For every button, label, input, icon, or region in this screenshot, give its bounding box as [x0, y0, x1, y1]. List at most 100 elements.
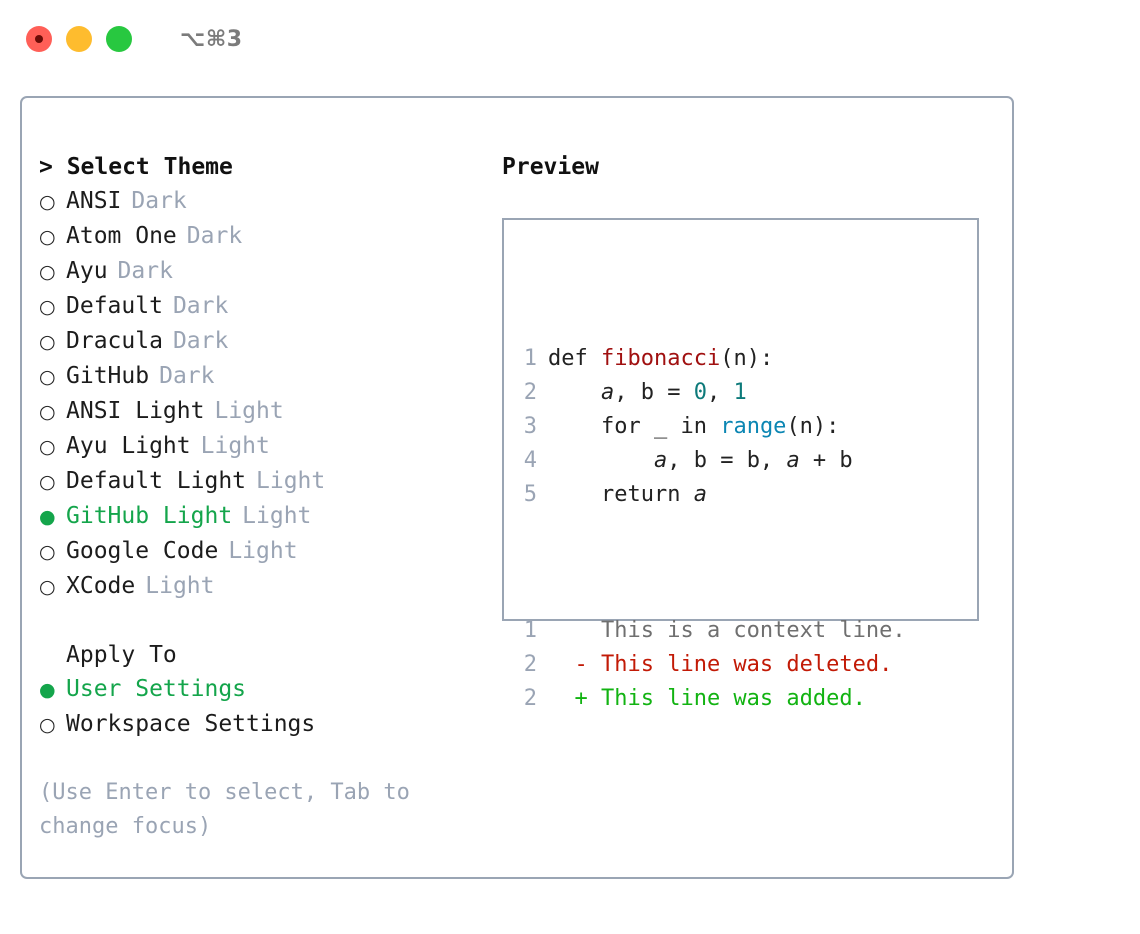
shortcut-label: ⌥⌘3: [180, 26, 243, 52]
diff-line-del: 2 - This line was deleted.: [515, 648, 906, 682]
apply-to-item-workspace-settings[interactable]: ○Workspace Settings: [39, 707, 489, 742]
diff-line-number: 2: [523, 686, 537, 711]
code-line-number: 3: [523, 414, 537, 439]
code-line-number: 4: [523, 448, 537, 473]
theme-item-variant-tag: Light: [145, 573, 215, 599]
code-token: 0: [693, 380, 707, 405]
window-controls: [26, 26, 132, 52]
theme-item-variant-tag: Dark: [172, 328, 229, 354]
diff-line-number: 2: [523, 652, 537, 677]
code-token: range: [720, 414, 787, 439]
theme-item-github-light[interactable]: ● GitHub Light Light: [39, 499, 489, 534]
theme-item-label: GitHub: [66, 363, 150, 389]
code-line-number: 5: [523, 482, 537, 507]
radio-unselected-icon: ○: [39, 366, 56, 388]
code-token: ,: [706, 380, 734, 405]
theme-item-label: ANSI Light: [66, 398, 205, 424]
apply-to-item-user-settings[interactable]: ● User Settings: [39, 672, 489, 707]
theme-item-default[interactable]: ○ Default Dark: [39, 289, 489, 324]
radio-selected-icon: ●: [39, 506, 56, 528]
theme-item-label: Ayu: [66, 258, 108, 284]
theme-item-variant-tag: Light: [242, 503, 312, 529]
code-token: ,: [614, 380, 641, 405]
theme-item-label: ANSI: [66, 188, 122, 214]
code-token: b: [640, 380, 654, 405]
code-line: 3 for _ in range(n):: [515, 410, 906, 444]
code-line-content: a, b = b, a + b: [548, 444, 853, 478]
keyboard-hint-text: (Use Enter to select, Tab to change focu…: [39, 780, 410, 839]
code-line: 2 a, b = 0, 1: [515, 376, 906, 410]
diff-line-number: 1: [523, 618, 537, 643]
theme-item-label: Atom One: [66, 223, 177, 249]
diff-lines: 1 This is a context line.2 - This line w…: [515, 614, 906, 716]
theme-item-label: GitHub Light: [66, 503, 233, 529]
theme-item-variant-tag: Light: [228, 538, 298, 564]
code-line-content: return a: [548, 478, 707, 512]
apply-to-item-label: User Settings: [66, 676, 247, 702]
radio-unselected-icon: ○: [39, 261, 56, 283]
code-line-number: 2: [523, 380, 537, 405]
radio-unselected-icon: ○: [39, 296, 56, 318]
theme-item-label: Default: [66, 293, 163, 319]
select-theme-heading: > Select Theme: [39, 154, 233, 180]
theme-item-label: Google Code: [66, 538, 219, 564]
theme-item-default-light[interactable]: ○ Default Light Light: [39, 464, 489, 499]
theme-item-label: Dracula: [66, 328, 163, 354]
code-token: a: [786, 448, 800, 473]
code-token: + b: [799, 448, 853, 473]
code-token: a: [693, 482, 707, 507]
code-line-content: def fibonacci(n):: [548, 342, 773, 376]
code-line-number: 1: [523, 346, 537, 371]
theme-item-label: Ayu Light: [66, 433, 191, 459]
code-line: 1 def fibonacci(n):: [515, 342, 906, 376]
code-token: for _ in: [600, 414, 721, 439]
radio-unselected-icon: ○: [39, 191, 56, 213]
diff-line-content: + This line was added.: [548, 686, 866, 711]
code-token: =: [653, 380, 694, 405]
code-token: 1: [733, 380, 747, 405]
radio-unselected-icon: ○: [39, 436, 56, 458]
minimize-button[interactable]: [66, 26, 92, 52]
radio-selected-icon: ●: [39, 679, 56, 701]
theme-item-variant-tag: Light: [256, 468, 326, 494]
theme-item-github[interactable]: ○ GitHub Dark: [39, 359, 489, 394]
theme-item-variant-tag: Light: [200, 433, 270, 459]
code-token: return: [600, 482, 694, 507]
code-line-content: for _ in range(n):: [548, 410, 839, 444]
theme-item-variant-tag: Dark: [172, 293, 229, 319]
radio-unselected-icon: ○: [39, 471, 56, 493]
code-token: a: [600, 380, 615, 405]
diff-line-add: 2 + This line was added.: [515, 682, 906, 716]
diff-line-ctx: 1 This is a context line.: [515, 614, 906, 648]
code-token: (n):: [720, 346, 774, 371]
code-line: 4 a, b = b, a + b: [515, 444, 906, 478]
theme-item-variant-tag: Dark: [131, 188, 187, 214]
theme-item-variant-tag: Dark: [159, 363, 215, 389]
code-token: def: [548, 346, 601, 371]
code-line: 5 return a: [515, 478, 906, 512]
theme-item-ansi[interactable]: ○ ANSI Dark: [39, 184, 489, 219]
zoom-button[interactable]: [106, 26, 132, 52]
theme-item-variant-tag: Dark: [186, 223, 243, 249]
radio-unselected-icon: ○: [39, 714, 56, 736]
close-button[interactable]: [26, 26, 52, 52]
radio-unselected-icon: ○: [39, 401, 56, 423]
theme-item-label: Default Light: [66, 468, 247, 494]
radio-unselected-icon: ○: [39, 576, 56, 598]
theme-item-ayu-light[interactable]: ○ Ayu Light Light: [39, 429, 489, 464]
code-token: , b = b,: [667, 448, 787, 473]
